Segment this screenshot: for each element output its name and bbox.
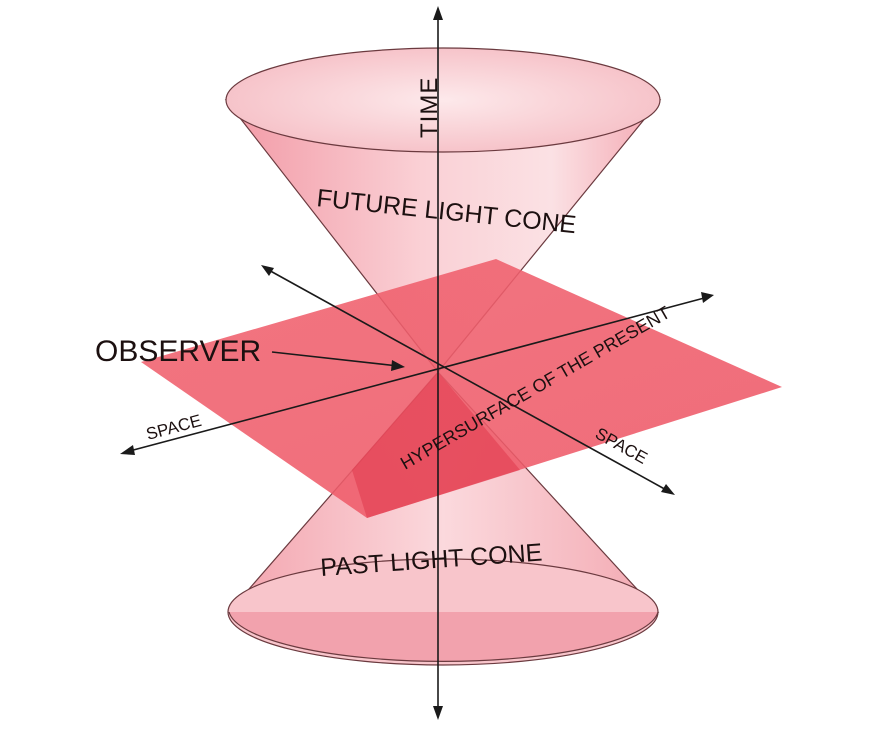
observer-arrow — [271, 351, 405, 371]
hypersurface-plane — [141, 259, 782, 518]
observer-label: OBSERVER — [95, 335, 261, 368]
space-axis-a — [120, 292, 714, 455]
time-label: TIME — [416, 77, 443, 138]
future-light-cone — [224, 47, 662, 373]
space-axis-b — [261, 265, 675, 495]
